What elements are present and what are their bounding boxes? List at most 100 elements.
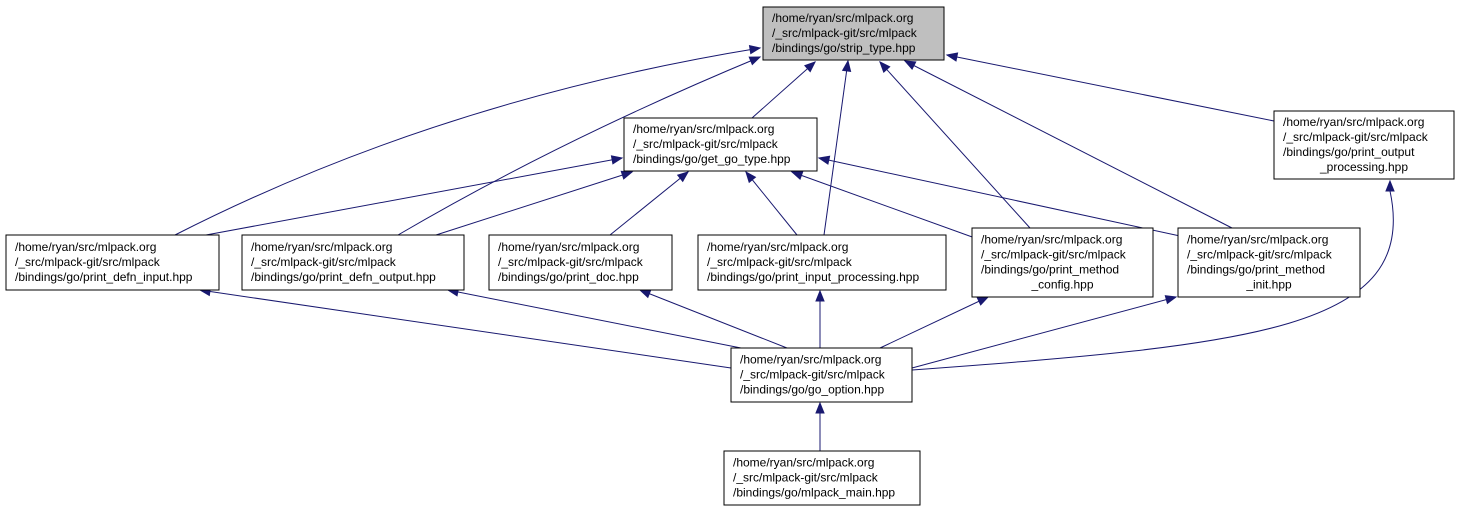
arrowhead-icon bbox=[815, 289, 825, 302]
arrowhead-icon bbox=[804, 61, 817, 73]
edge-print_defn_input-to-strip_type bbox=[174, 45, 762, 236]
node-label-line: /_src/mlpack-git/src/mlpack bbox=[633, 137, 779, 151]
edge-line bbox=[745, 171, 798, 236]
arrowhead-icon bbox=[945, 52, 959, 62]
node-label-line: /bindings/go/print_defn_output.hpp bbox=[251, 270, 436, 284]
node-box[interactable] bbox=[5, 234, 220, 291]
node-box[interactable] bbox=[723, 450, 921, 506]
node-box[interactable] bbox=[623, 117, 818, 172]
node-label-line: /home/ryan/src/mlpack.org bbox=[1283, 115, 1424, 129]
node-label-line: _init.hpp bbox=[1245, 278, 1292, 292]
edge-line bbox=[879, 61, 1031, 229]
node-box[interactable] bbox=[762, 6, 945, 61]
arrowhead-icon bbox=[610, 155, 624, 165]
node-label-line: /_src/mlpack-git/src/mlpack bbox=[772, 26, 918, 40]
arrowhead-icon bbox=[748, 45, 762, 55]
node-label-line: /home/ryan/src/mlpack.org bbox=[740, 353, 881, 367]
edge-line bbox=[435, 171, 633, 236]
node-box[interactable] bbox=[1273, 110, 1455, 180]
node-print-method-init[interactable]: /home/ryan/src/mlpack.org/_src/mlpack-gi… bbox=[1177, 227, 1361, 298]
node-box[interactable] bbox=[697, 234, 947, 291]
node-box[interactable] bbox=[1177, 227, 1361, 298]
edge-print_method_config-to-get_go_type bbox=[790, 171, 976, 239]
edge-line bbox=[791, 171, 976, 239]
edge-print_method_init-to-get_go_type bbox=[817, 155, 1181, 237]
edge-go_option-to-print_method_config bbox=[879, 296, 990, 349]
node-label-line: /bindings/go/strip_type.hpp bbox=[772, 41, 916, 55]
node-label-line: /home/ryan/src/mlpack.org bbox=[1187, 233, 1328, 247]
node-print-method-config[interactable]: /home/ryan/src/mlpack.org/_src/mlpack-gi… bbox=[971, 227, 1154, 298]
node-label-line: /home/ryan/src/mlpack.org bbox=[772, 11, 913, 25]
node-print-input-processing[interactable]: /home/ryan/src/mlpack.org/_src/mlpack-gi… bbox=[697, 234, 947, 291]
node-label-line: /home/ryan/src/mlpack.org bbox=[15, 240, 156, 254]
node-box[interactable] bbox=[488, 234, 673, 291]
node-box[interactable] bbox=[241, 234, 465, 291]
node-get-go-type[interactable]: /home/ryan/src/mlpack.org/_src/mlpack-gi… bbox=[623, 117, 818, 172]
node-label-line: /_src/mlpack-git/src/mlpack bbox=[733, 471, 879, 485]
node-print-defn-input[interactable]: /home/ryan/src/mlpack.org/_src/mlpack-gi… bbox=[5, 234, 220, 291]
edge-print_doc-to-get_go_type bbox=[609, 171, 690, 236]
edge-line bbox=[904, 60, 1233, 229]
edge-print_output_processing-to-strip_type bbox=[945, 52, 1275, 122]
node-label-line: _config.hpp bbox=[1030, 278, 1093, 292]
edges-layer bbox=[174, 45, 1395, 451]
node-print-defn-output[interactable]: /home/ryan/src/mlpack.org/_src/mlpack-gi… bbox=[241, 234, 465, 291]
node-label-line: /_src/mlpack-git/src/mlpack bbox=[981, 248, 1127, 262]
node-label-line: /bindings/go/print_method bbox=[1187, 263, 1325, 277]
edge-line bbox=[609, 171, 689, 236]
node-box[interactable] bbox=[730, 347, 913, 403]
node-label-line: /bindings/go/get_go_type.hpp bbox=[633, 152, 791, 166]
node-label-line: /home/ryan/src/mlpack.org bbox=[733, 456, 874, 470]
node-label-line: /home/ryan/src/mlpack.org bbox=[498, 240, 639, 254]
edge-mlpack_main-to-go_option bbox=[815, 401, 825, 451]
node-label-line: /bindings/go/print_doc.hpp bbox=[498, 270, 639, 284]
edge-go_option-to-print_defn_output bbox=[446, 287, 742, 349]
arrowhead-icon bbox=[976, 296, 990, 306]
arrowhead-icon bbox=[841, 59, 852, 73]
node-label-line: _processing.hpp bbox=[1319, 160, 1408, 174]
arrowhead-icon bbox=[638, 289, 652, 299]
node-label-line: /bindings/go/go_option.hpp bbox=[740, 383, 884, 397]
edge-line bbox=[639, 289, 788, 349]
edge-line bbox=[879, 296, 989, 349]
arrowhead-icon bbox=[879, 61, 891, 73]
edge-line bbox=[823, 60, 849, 236]
edge-line bbox=[199, 289, 732, 369]
edge-line bbox=[397, 56, 761, 236]
arrowhead-icon bbox=[1164, 295, 1178, 305]
edge-go_option-to-print_input_processing bbox=[815, 289, 825, 348]
arrowhead-icon bbox=[676, 171, 690, 183]
node-label-line: /bindings/go/mlpack_main.hpp bbox=[733, 486, 895, 500]
node-go-option[interactable]: /home/ryan/src/mlpack.org/_src/mlpack-gi… bbox=[730, 347, 913, 403]
arrowhead-icon bbox=[903, 60, 917, 70]
node-label-line: /home/ryan/src/mlpack.org bbox=[633, 122, 774, 136]
node-label-line: /_src/mlpack-git/src/mlpack bbox=[1187, 248, 1333, 262]
edge-line bbox=[447, 289, 742, 349]
arrowhead-icon bbox=[815, 401, 825, 414]
edge-print_defn_input-to-get_go_type bbox=[205, 155, 624, 236]
edge-go_option-to-print_output_processing bbox=[911, 179, 1395, 371]
node-label-line: /_src/mlpack-git/src/mlpack bbox=[498, 255, 644, 269]
edge-print_input_processing-to-get_go_type bbox=[745, 170, 798, 236]
edge-line bbox=[911, 190, 1394, 371]
node-label-line: /bindings/go/print_method bbox=[981, 263, 1119, 277]
node-strip-type[interactable]: /home/ryan/src/mlpack.org/_src/mlpack-gi… bbox=[762, 6, 945, 61]
node-box[interactable] bbox=[971, 227, 1154, 298]
node-label-line: /bindings/go/print_input_processing.hpp bbox=[707, 270, 919, 284]
edge-line bbox=[946, 54, 1275, 122]
node-print-output-processing[interactable]: /home/ryan/src/mlpack.org/_src/mlpack-gi… bbox=[1273, 110, 1455, 180]
node-label-line: /_src/mlpack-git/src/mlpack bbox=[740, 368, 886, 382]
node-label-line: /_src/mlpack-git/src/mlpack bbox=[707, 255, 853, 269]
edge-go_option-to-print_doc bbox=[638, 289, 788, 349]
arrowhead-icon bbox=[817, 155, 831, 165]
edge-get_go_type-to-strip_type bbox=[751, 61, 817, 119]
node-mlpack-main[interactable]: /home/ryan/src/mlpack.org/_src/mlpack-gi… bbox=[723, 450, 921, 506]
node-label-line: /bindings/go/print_output bbox=[1283, 145, 1415, 159]
node-label-line: /home/ryan/src/mlpack.org bbox=[251, 240, 392, 254]
arrowhead-icon bbox=[745, 170, 757, 184]
edge-line bbox=[205, 157, 623, 236]
edge-print_defn_output-to-get_go_type bbox=[435, 170, 634, 236]
node-print-doc[interactable]: /home/ryan/src/mlpack.org/_src/mlpack-gi… bbox=[488, 234, 673, 291]
nodes-layer: /home/ryan/src/mlpack.org/_src/mlpack-gi… bbox=[5, 6, 1455, 506]
arrowhead-icon bbox=[620, 170, 634, 180]
